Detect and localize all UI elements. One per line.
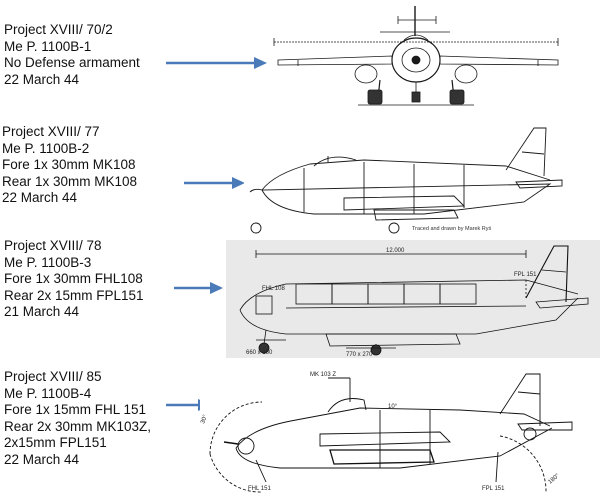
gun-label-fore: FHL 108 (262, 286, 285, 292)
project-model: Me P. 1100B-3 (4, 254, 92, 270)
project-armament: No Defense armament (4, 55, 140, 70)
angle-label: 10° (388, 404, 398, 410)
dimension-label: 12.000 (386, 248, 405, 254)
aircraft-cutaway-drawing: 12.000 FPL 151 FHL 108 660 x 160 770 x 2… (239, 245, 589, 358)
project-model: Me P. 1100B-2 (2, 140, 90, 156)
project-block-b4: Project XVIII/ 85 Me P. 1100B-4 Fore 1x … (4, 369, 151, 468)
angle-label: 30° (200, 414, 209, 425)
project-date: 22 March 44 (4, 451, 80, 467)
project-date: 22 March 44 (4, 71, 80, 87)
project-armament-rear: Rear 1x 30mm MK108 (2, 173, 138, 189)
project-block-b3: Project XVIII/ 78 Me P. 1100B-3 Fore 1x … (4, 238, 144, 321)
project-armament-fore: Fore 1x 15mm FHL 151 (4, 402, 147, 417)
project-title: Project XVIII/ 78 (4, 238, 102, 253)
project-armament-rear-2: 2x15mm FPL151 (4, 435, 107, 450)
gun-label-rear: FPL 151 (482, 486, 505, 492)
project-date: 21 March 44 (4, 304, 80, 319)
project-armament-rear: Rear 2x 15mm FPL151 (4, 287, 144, 303)
drawing-credit: Traced and drawn by Marek Ryś (412, 226, 492, 232)
project-model: Me P. 1100B-4 (4, 385, 92, 401)
project-block-b1: Project XVIII/ 70/2 Me P. 1100B-1 No Def… (4, 22, 140, 88)
aircraft-front-view-drawing (268, 2, 598, 112)
arrow-icon (166, 57, 267, 69)
project-model: Me P. 1100B-1 (4, 38, 92, 54)
project-armament-fore: Fore 1x 30mm MK108 (2, 157, 136, 172)
project-armament-rear: Rear 2x 30mm MK103Z, (4, 418, 152, 434)
gun-label-rear: FPL 151 (514, 272, 537, 278)
aircraft-side-view-drawing: Traced and drawn by Marek Ryś (244, 118, 574, 238)
gun-label-turret: MK 103 Z (310, 372, 336, 378)
project-armament-fore: Fore 1x 30mm FHL108 (4, 271, 143, 286)
angle-label: 180° (547, 473, 561, 486)
arrow-icon (184, 177, 245, 189)
project-title: Project XVIII/ 85 (4, 369, 102, 384)
aircraft-cutaway-panel (226, 240, 600, 358)
project-block-b2: Project XVIII/ 77 Me P. 1100B-2 Fore 1x … (2, 124, 137, 207)
dimension-label: 660 x 160 (246, 350, 273, 356)
dimension-label: 770 x 270 (346, 352, 373, 358)
project-title: Project XVIII/ 70/2 (4, 22, 113, 37)
aircraft-firing-arcs-drawing: MK 103 Z 10° FHL 151 FPL 151 30° 180° (200, 364, 604, 498)
project-title: Project XVIII/ 77 (2, 124, 100, 139)
gun-label-fore: FHL 151 (248, 486, 271, 492)
arrow-icon (174, 282, 223, 294)
project-date: 22 March 44 (2, 190, 78, 205)
